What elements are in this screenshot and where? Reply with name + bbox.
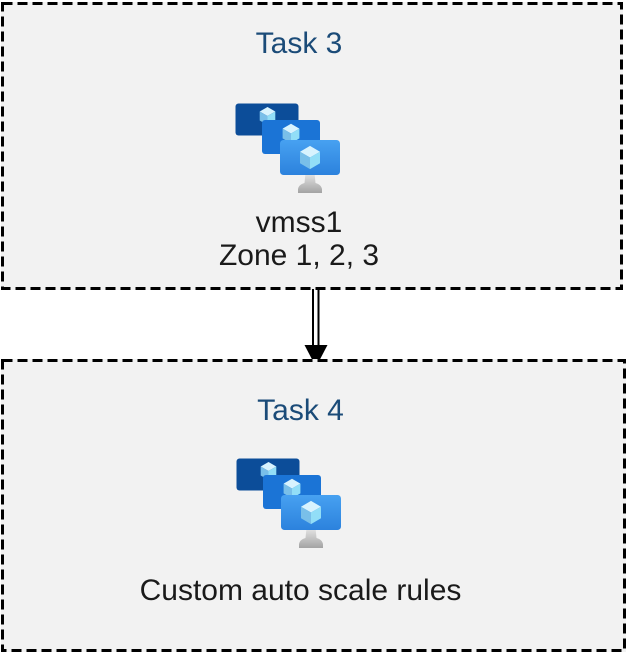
- vmss-name-label: vmss1: [255, 206, 343, 239]
- task-box-3: Task 3 vmss1 Zone 1, 2, 3: [1, 2, 623, 290]
- task3-title: Task 3: [255, 27, 343, 60]
- zones-label: Zone 1, 2, 3: [218, 239, 380, 272]
- vm-scale-sets-icon: [236, 458, 341, 550]
- task3-labels: vmss1 Zone 1, 2, 3: [219, 206, 379, 272]
- task4-content: Task 4 Custom auto scale rules: [0, 359, 613, 652]
- task4-title: Task 4: [257, 394, 344, 427]
- task-box-4: Task 4 Custom auto scale rules: [1, 359, 626, 652]
- task4-labels: Custom auto scale rules: [140, 574, 462, 607]
- vm-scale-sets-icon: [235, 103, 340, 195]
- task3-content: Task 3 vmss1 Zone 1, 2, 3: [0, 2, 610, 290]
- down-arrow: [304, 289, 328, 367]
- autoscale-rules-label: Custom auto scale rules: [139, 574, 462, 607]
